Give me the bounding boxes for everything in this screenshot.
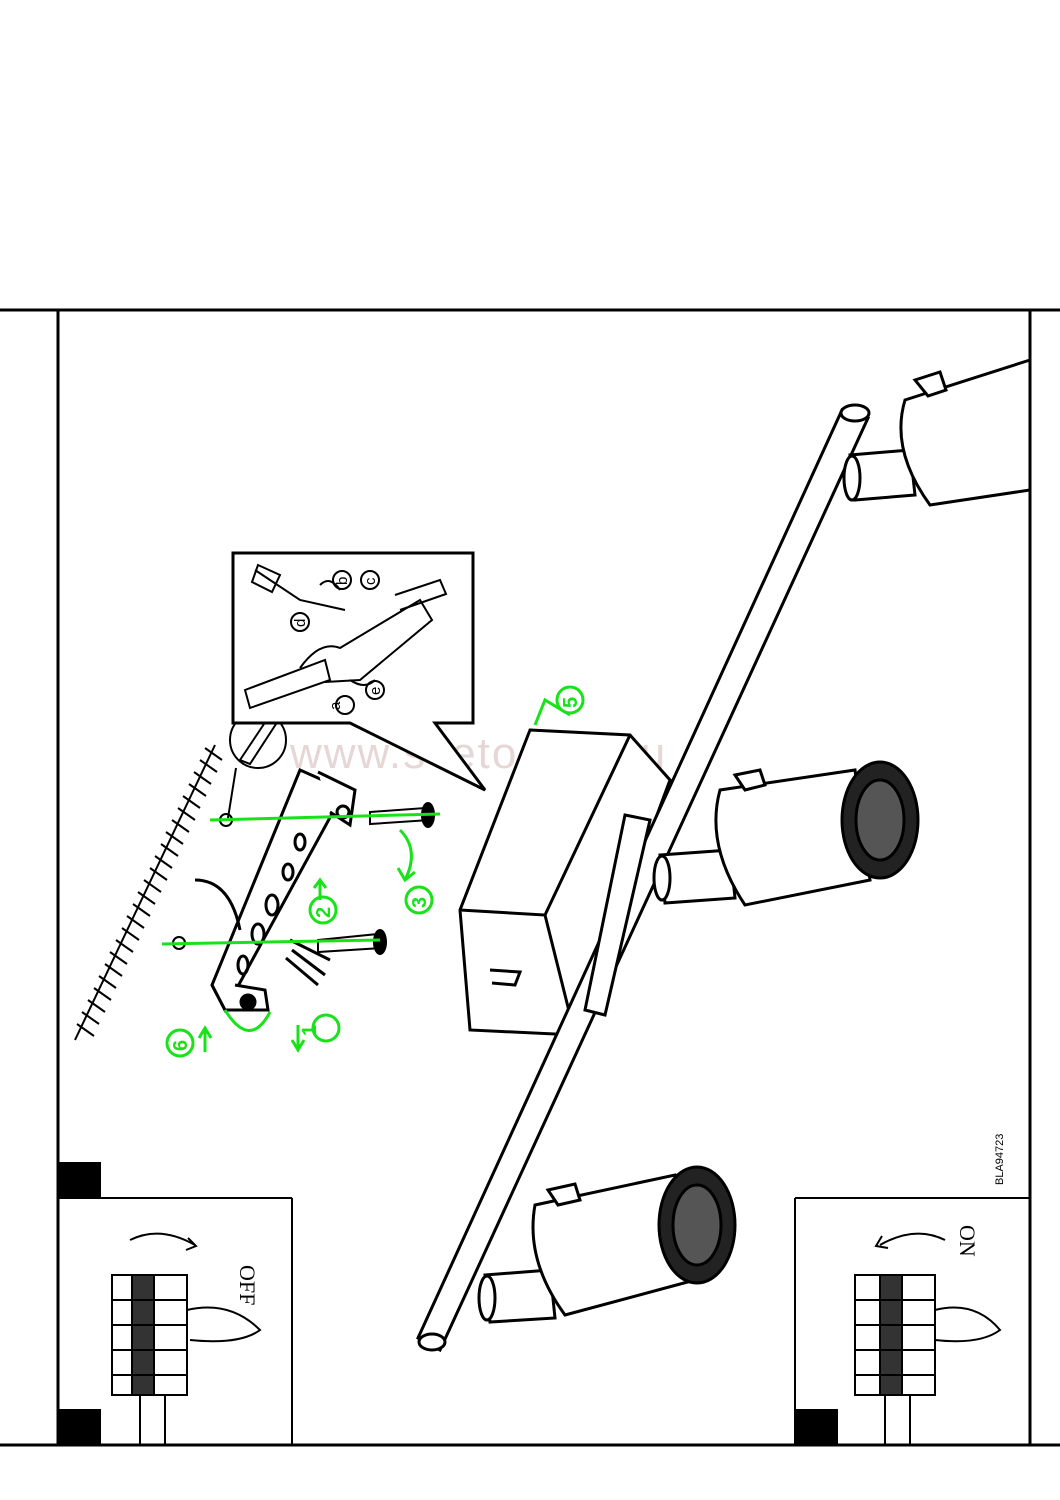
spotlight-top (842, 357, 1032, 507)
step-1-label: 1 (299, 1025, 321, 1036)
step-2-label: 2 (313, 907, 335, 918)
lamp-bar (416, 403, 871, 1353)
page-frame (0, 308, 1060, 1447)
step-6-label: 6 (170, 1040, 192, 1051)
dowel-detail (227, 711, 287, 819)
detail-letter-a: a (327, 701, 344, 710)
step-5-label: 5 (560, 697, 582, 708)
step-3-label: 3 (409, 897, 431, 908)
switch-panel-off (57, 1162, 293, 1446)
wall-hatching (74, 744, 223, 1041)
detail-letter-d: d (292, 619, 309, 627)
detail-letter-b: b (334, 577, 351, 585)
wiring-detail-callout (231, 551, 487, 792)
spotlight-bottom (477, 1165, 737, 1324)
switch-panel-on (794, 1197, 1030, 1446)
mounting-bracket (194, 768, 357, 1014)
spotlight-middle (652, 760, 920, 907)
green-guides (161, 697, 571, 1053)
detail-letter-c: c (362, 577, 379, 585)
detail-letter-e: e (367, 687, 384, 695)
lamp-canopy (458, 728, 672, 1037)
model-code: BLA94723 (994, 1134, 1006, 1185)
switch-on-label: ON (955, 1225, 980, 1257)
screw-lower (317, 929, 387, 955)
switch-off-label: OFF (235, 1265, 260, 1305)
